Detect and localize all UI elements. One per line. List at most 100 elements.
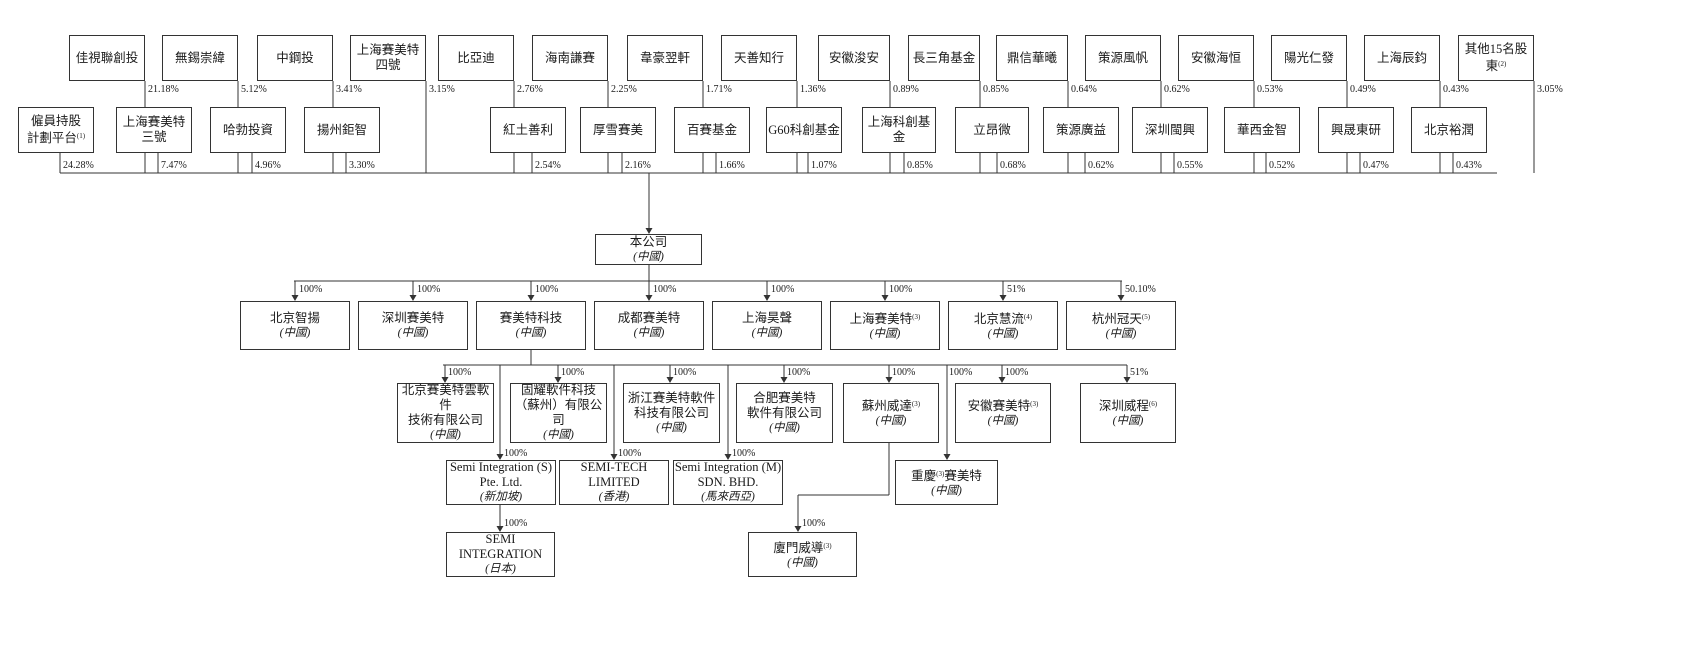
entity-name: 蘇州威達(3) [862, 397, 920, 414]
entity-name: 海南謙賽 [545, 51, 595, 66]
ownership-percentage: 0.53% [1257, 84, 1283, 95]
entity-jurisdiction: (中國) [869, 327, 901, 340]
entity-name: 興晟東研 [1331, 123, 1381, 138]
entity-name: 佳視聯創投 [76, 51, 139, 66]
footnote-marker: (5) [1141, 312, 1151, 321]
entity-name: 哈勃投資 [223, 123, 273, 138]
entity-name-text: 長三角基金 [912, 50, 976, 65]
arrow-head [724, 454, 732, 460]
entity-name: 北京賽美特雲軟件 技術有限公司 [398, 383, 493, 428]
entity-jurisdiction: (中國) [656, 421, 687, 434]
company-box: 本公司(中國) [595, 234, 702, 265]
entity-name-text: 鼎信華曦 [1006, 50, 1057, 65]
shareholder-box: 上海賽美特 三號 [116, 107, 192, 153]
entity-name: 北京裕潤 [1424, 123, 1474, 138]
entity-name: 成都賽美特 [618, 311, 681, 326]
subsidiary-box: 北京慧流(4)(中國) [948, 301, 1058, 350]
entity-jurisdiction: (中國) [987, 327, 1019, 340]
ownership-percentage: 0.52% [1269, 160, 1295, 171]
entity-name-text: 安徽賽美特 [967, 399, 1031, 413]
shareholder-box: 策源廣益 [1043, 107, 1119, 153]
ownership-percentage: 0.68% [1000, 160, 1026, 171]
entity-name: 上海昊聲 [742, 311, 792, 326]
entity-name: 上海辰鈞 [1377, 51, 1427, 66]
entity-name: Semi Integration (M) SDN. BHD. [675, 460, 781, 490]
entity-jurisdiction: (中國) [633, 326, 665, 339]
footnote-marker: (3) [1030, 400, 1039, 408]
entity-name-text: 安徽浚安 [828, 50, 879, 65]
subsidiary-box: 杭州冠天(5)(中國) [1066, 301, 1176, 350]
entity-name-text: 策源風帆 [1097, 50, 1148, 65]
entity-name: 上海科創基金 [863, 115, 935, 145]
ownership-percentage: 21.18% [148, 84, 179, 95]
entity-name-text: 其他15名股東 [1464, 42, 1528, 73]
ownership-percentage: 1.71% [706, 84, 732, 95]
arrow-head [885, 377, 893, 383]
entity-name-text: 北京賽美特雲軟件 技術有限公司 [401, 383, 490, 427]
entity-name-text: 厚雪賽美 [592, 122, 643, 137]
entity-name: 紅土善利 [503, 123, 553, 138]
shareholder-box: 中鋼投 [257, 35, 333, 81]
ownership-percentage: 100% [448, 367, 472, 378]
entity-name: 立昂微 [973, 123, 1011, 138]
entity-jurisdiction: (中國) [543, 429, 574, 441]
entity-name-text: 本公司 [629, 234, 668, 249]
ownership-percentage: 100% [892, 367, 916, 378]
entity-name-text: 上海賽美特 三號 [122, 115, 186, 144]
ownership-percentage: 51% [1007, 284, 1026, 295]
entity-name: 深圳閩興 [1145, 123, 1195, 138]
entity-name: 策源廣益 [1056, 123, 1106, 138]
entity-name-text: 上海科創基金 [867, 115, 931, 144]
entity-name: 韋豪翌軒 [640, 51, 690, 66]
ownership-percentage: 0.47% [1363, 160, 1389, 171]
entity-name-text: 合肥賽美特 軟件有限公司 [746, 390, 822, 420]
entity-name-text: 僱員持股 計劃平台 [26, 114, 81, 145]
ownership-percentage: 0.49% [1350, 84, 1376, 95]
shareholder-box: 立昂微 [955, 107, 1029, 153]
entity-jurisdiction: (中國) [931, 484, 962, 497]
shareholder-box: 興晟東研 [1318, 107, 1394, 153]
entity-name: 上海賽美特(3) [850, 310, 921, 327]
entity-name-text: 比亞迪 [457, 50, 495, 65]
entity-name: 浙江賽美特軟件 科技有限公司 [628, 391, 716, 421]
entity-name: 北京智揚 [270, 311, 320, 326]
shareholder-box: 僱員持股 計劃平台(1) [18, 107, 94, 153]
entity-jurisdiction: (香港) [598, 491, 630, 503]
entity-jurisdiction: (中國) [875, 415, 907, 427]
ownership-percentage: 3.30% [349, 160, 375, 171]
ownership-percentage: 0.43% [1443, 84, 1469, 95]
ownership-percentage: 1.07% [811, 160, 837, 171]
arrow-head [881, 295, 889, 301]
ownership-percentage: 100% [535, 284, 559, 295]
entity-jurisdiction: (中國) [430, 429, 461, 441]
entity-name-text: 上海昊聲 [741, 310, 792, 325]
tech-subsidiary-box: 合肥賽美特 軟件有限公司(中國) [736, 383, 833, 443]
entity-name-text: 廈門威導 [773, 540, 824, 555]
arrow-head [645, 228, 653, 234]
entity-name: 廈門威導(3) [773, 539, 831, 556]
entity-name: 其他15名股東(2) [1459, 42, 1533, 74]
arrow-head [527, 295, 535, 301]
entity-name: 固耀軟件科技 （蘇州）有限公司 [511, 383, 606, 428]
entity-name-text: 紅土善利 [502, 122, 553, 137]
entity-name-text: 杭州冠天 [1091, 311, 1142, 326]
footnote-marker: (1) [76, 132, 86, 140]
entity-name-text: Semi Integration (S) Pte. Ltd. [449, 460, 553, 489]
footnote-marker: (3) [823, 541, 832, 550]
ownership-percentage: 100% [949, 367, 973, 378]
entity-jurisdiction: (中國) [279, 326, 311, 339]
ownership-percentage: 100% [889, 284, 913, 295]
entity-jurisdiction: (中國) [633, 250, 664, 263]
entity-name: 百賽基金 [687, 123, 737, 138]
entity-name-text: 上海辰鈞 [1376, 50, 1427, 65]
footnote-marker: (3) [911, 400, 921, 408]
entity-name: 安徽賽美特(3) [968, 397, 1039, 414]
entity-name: 陽光仁發 [1284, 51, 1334, 66]
shareholder-box: 上海辰鈞 [1364, 35, 1440, 81]
entity-name: 中鋼投 [276, 51, 314, 66]
entity-jurisdiction: (中國) [397, 326, 429, 339]
shareholder-box: 北京裕潤 [1411, 107, 1487, 153]
ownership-percentage: 0.43% [1456, 160, 1482, 171]
entity-name: 比亞迪 [457, 51, 495, 66]
shareholder-box: G60科創基金 [766, 107, 842, 153]
